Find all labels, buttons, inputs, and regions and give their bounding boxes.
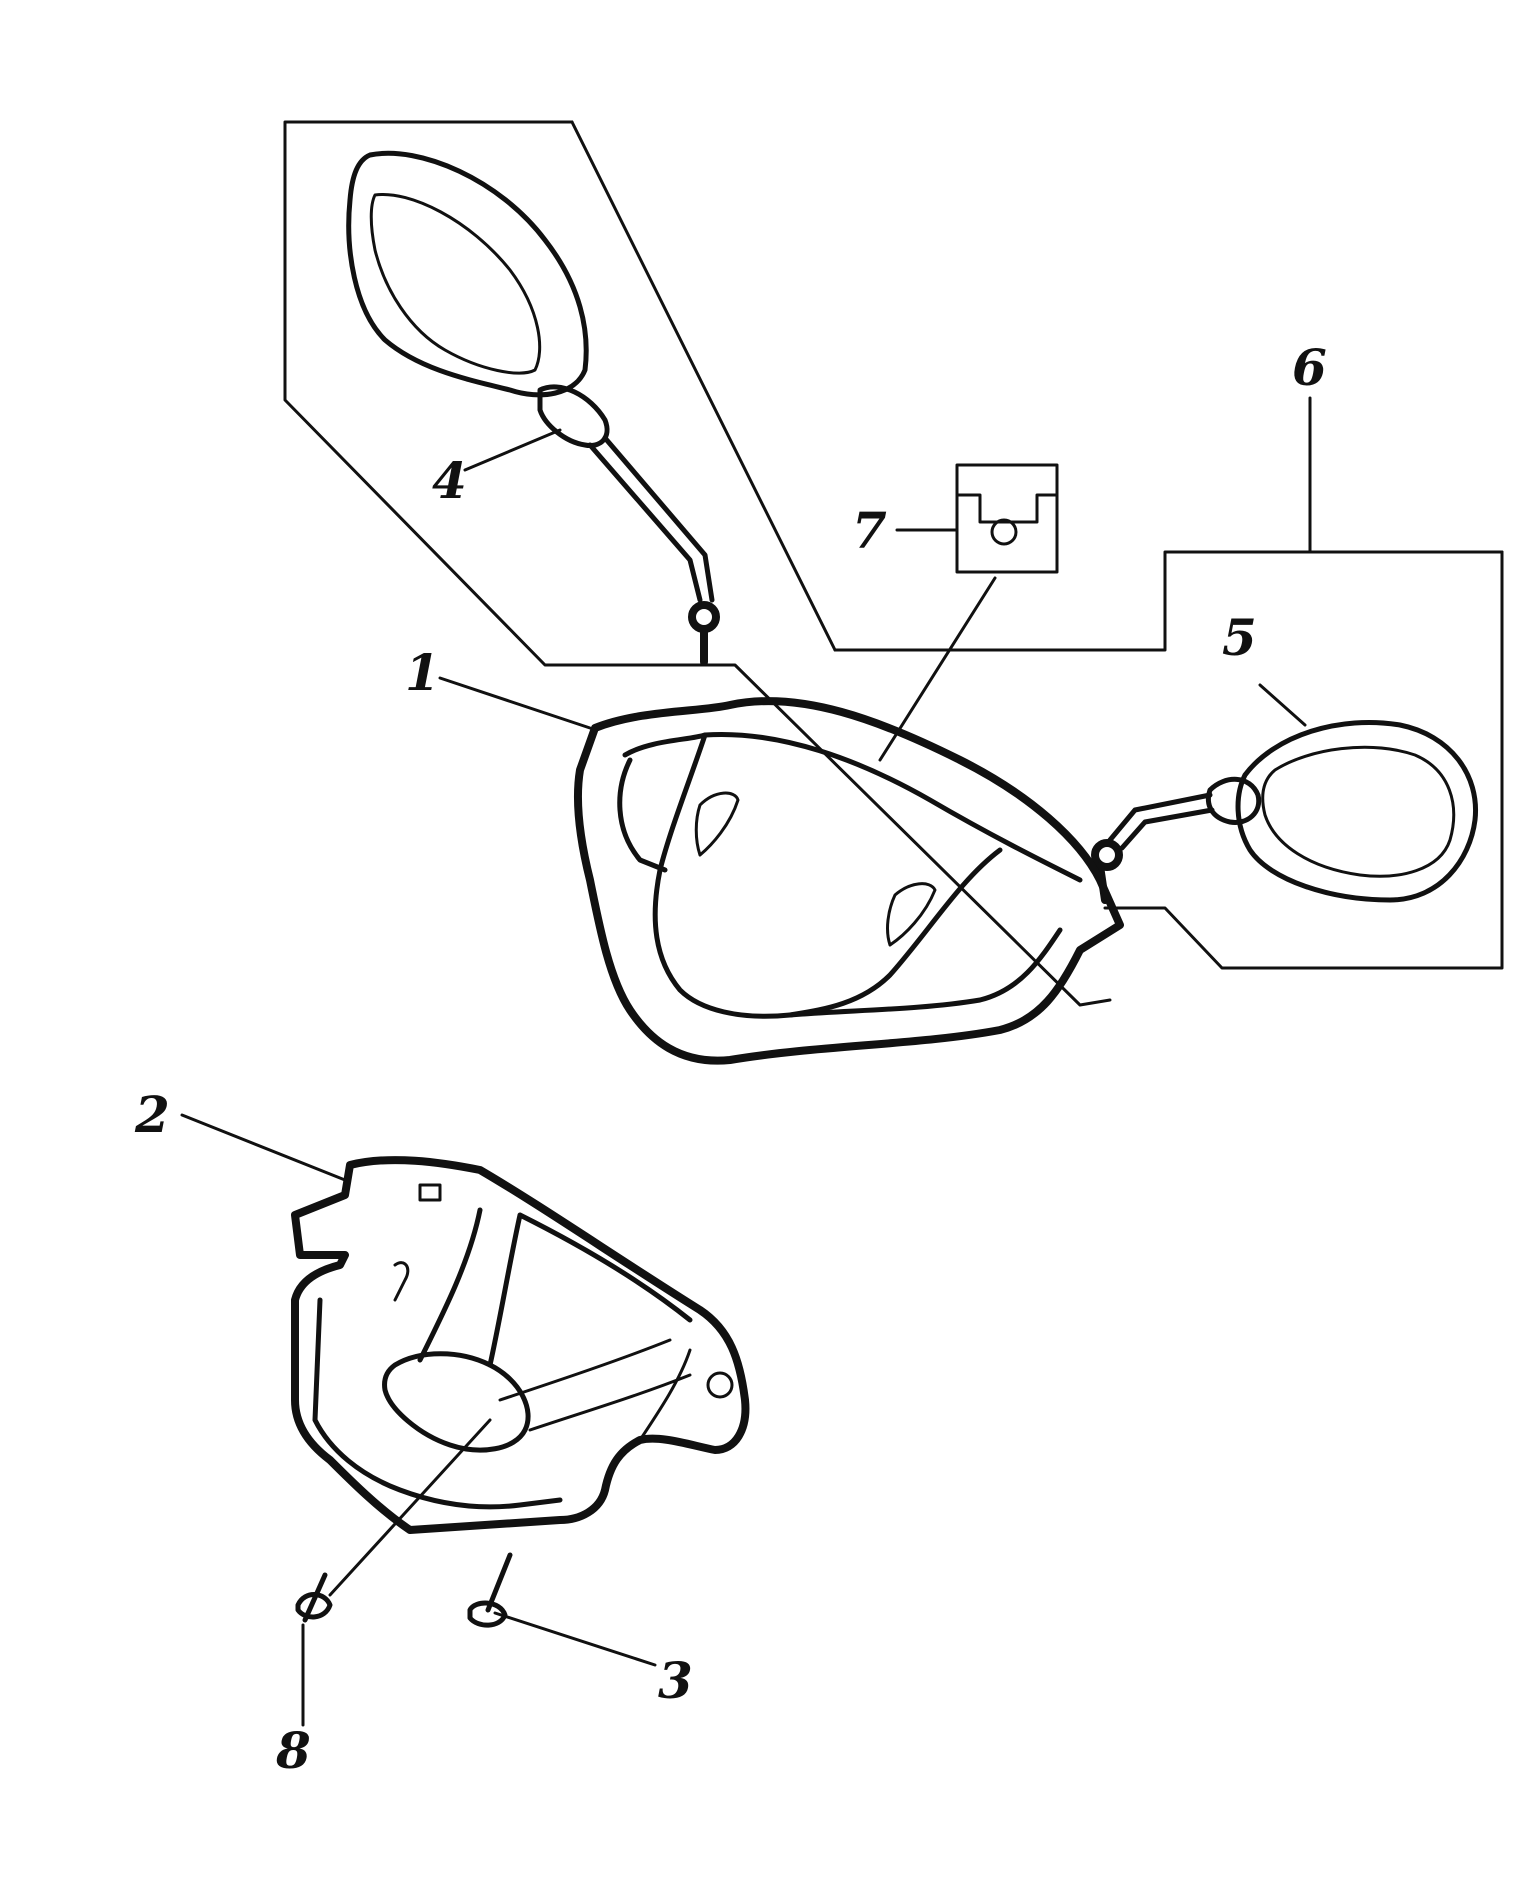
leader-line-1	[438, 676, 592, 730]
right-mirror	[1091, 720, 1479, 904]
leader-line-5	[1258, 683, 1307, 727]
leader-line-3	[493, 1611, 657, 1667]
left-mirror-ball-joint	[688, 601, 720, 633]
right-mirror-group-outline	[1103, 550, 1504, 970]
front-handle-cover-inner	[622, 732, 1063, 1019]
rear-handle-cover	[291, 1156, 750, 1534]
callout-2: 2	[134, 1085, 170, 1144]
right-mirror-boot	[1205, 776, 1262, 825]
rear-handle-cover-flange	[312, 1297, 563, 1510]
left-mirror-group-outline-diagonal	[570, 120, 837, 652]
left-mirror-stem	[587, 435, 715, 603]
left-mirror-housing	[346, 150, 589, 398]
front-handle-cover-slot-left	[694, 791, 740, 857]
callout-3: 3	[658, 1651, 693, 1710]
callout-5: 5	[1222, 608, 1257, 667]
callout-1: 1	[405, 643, 440, 702]
left-mirror-group-outline-bottom	[833, 550, 1504, 652]
callout-7: 7	[852, 501, 887, 560]
callout-6: 6	[1292, 338, 1327, 397]
left-mirror	[346, 150, 720, 666]
right-mirror-housing	[1235, 720, 1479, 903]
leader-line-2	[180, 1113, 347, 1182]
left-mirror-group-outline	[283, 120, 1112, 1007]
rear-handle-cover-boss	[417, 1207, 693, 1368]
spring-clip-hole	[990, 518, 1018, 546]
front-handle-cover-left-flange	[617, 757, 668, 873]
rear-handle-cover-opening	[382, 1351, 531, 1453]
rear-handle-cover-ribs	[498, 1338, 692, 1442]
right-mirror-glass	[1261, 745, 1456, 878]
leader-line-7-clip	[878, 576, 997, 762]
spring-clip	[955, 463, 1059, 574]
rear-handle-cover-pin	[706, 1371, 734, 1399]
right-mirror-ball-joint	[1091, 839, 1123, 871]
screw-8	[295, 1572, 333, 1623]
screw-8-body	[295, 1572, 333, 1623]
leader-line-8-screw	[328, 1418, 492, 1597]
screw-3-shank	[485, 1552, 513, 1613]
callout-8: 8	[275, 1721, 311, 1780]
left-mirror-glass	[369, 192, 542, 375]
spring-clip-outline	[955, 463, 1059, 574]
leader-line-4	[463, 428, 562, 472]
right-mirror-stem	[1107, 792, 1215, 851]
front-handle-cover-slot-right	[886, 882, 937, 947]
front-handle-cover	[574, 697, 1124, 1065]
front-handle-cover-rim	[702, 731, 1083, 883]
front-handle-cover-ridge	[787, 847, 1003, 1018]
front-handle-cover-outline	[574, 697, 1124, 1065]
rear-handle-cover-outline	[291, 1156, 750, 1534]
rear-handle-cover-lug	[393, 1183, 442, 1302]
callout-4: 4	[432, 451, 467, 510]
